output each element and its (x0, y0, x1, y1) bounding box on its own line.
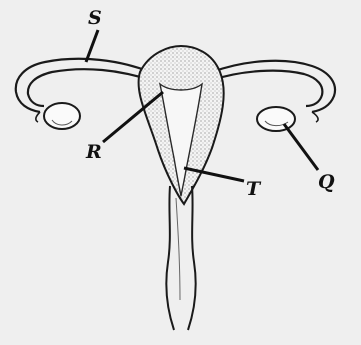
left-fallopian-tube (16, 59, 150, 122)
label-r: R (85, 141, 102, 163)
uterus (139, 46, 224, 204)
label-q: Q (318, 171, 335, 193)
leader-line-s (86, 30, 98, 62)
right-ovary (257, 107, 295, 131)
label-s: S (88, 7, 102, 29)
leader-line-q (284, 124, 318, 170)
label-t: T (246, 178, 262, 200)
left-ovary (44, 103, 80, 129)
vagina (166, 186, 195, 330)
